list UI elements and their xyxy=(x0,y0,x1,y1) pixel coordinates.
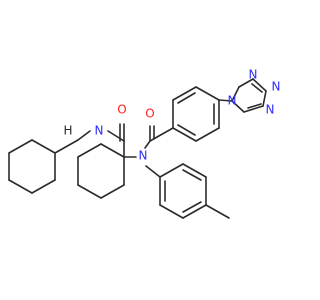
amide-hydrogen-label: H xyxy=(63,124,72,138)
amide-oxygen-label: O xyxy=(117,103,126,117)
left-tolyl-ring xyxy=(8,139,79,194)
benzoyl-benzene-ring xyxy=(172,86,220,142)
ring-to-tetrazole-bond xyxy=(218,99,233,102)
tetrazole-n1-label: N xyxy=(228,94,237,108)
molecule-drawing: N H O N O N N N N xyxy=(8,68,281,219)
amide-nitrogen-label: N xyxy=(95,124,104,138)
amide-group xyxy=(77,123,125,158)
structure-diagram: N H O N O N N N N xyxy=(8,68,281,219)
tetrazole-n2-label: N xyxy=(266,103,275,117)
benzoyl-oxygen-label: O xyxy=(145,107,154,121)
right-tolyl-ring xyxy=(145,163,230,219)
tetrazole-n3-label: N xyxy=(272,80,281,94)
tetrazole-ring xyxy=(231,78,267,113)
tetrazole-n4-label: N xyxy=(249,68,258,82)
benzoyl-carbonyl xyxy=(144,125,174,149)
central-nitrogen-label: N xyxy=(139,149,148,163)
cyclohexane-ring xyxy=(77,143,125,199)
